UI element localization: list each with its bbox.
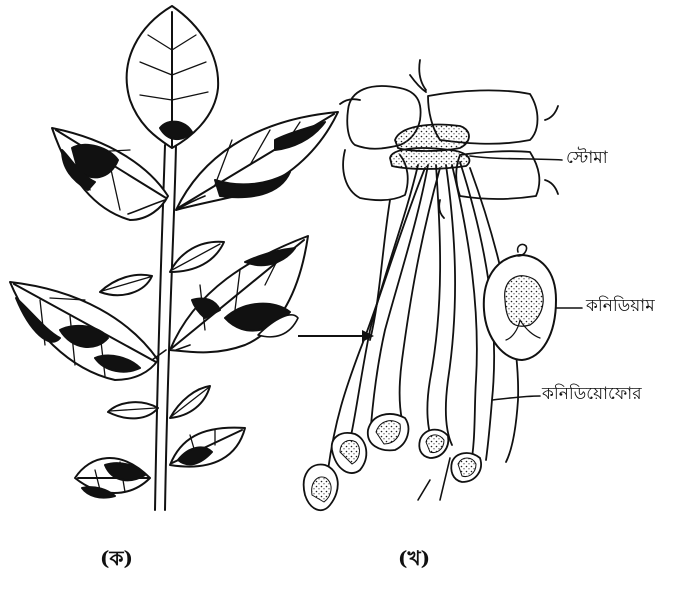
label-stoma: স্টোমা: [566, 150, 608, 167]
leaf-small-mid-left: [100, 275, 152, 295]
caption-part-a: (ক): [100, 548, 133, 568]
leaf-small-mid-right: [170, 242, 224, 272]
stoma: [390, 125, 469, 169]
micro-view: [304, 60, 582, 510]
leaf-upper-left: [52, 128, 168, 220]
pointer-arrow: [298, 330, 374, 342]
conidia-attached: [304, 414, 481, 510]
leaf-large-left: [10, 282, 158, 380]
leaf-small-lower-right: [170, 386, 210, 418]
plant-shoot: [10, 6, 338, 510]
leaf-top: [127, 6, 218, 148]
leaf-small-lower-left: [108, 402, 158, 418]
caption-part-b: (খ): [398, 548, 430, 568]
leaf-lower-left: [75, 458, 150, 498]
label-conidium: কনিডিয়াম: [586, 298, 655, 315]
leaf-lower-right: [170, 428, 245, 467]
label-conidiophore: কনিডিয়োফোর: [542, 386, 642, 403]
conidium-detail: [484, 244, 556, 360]
